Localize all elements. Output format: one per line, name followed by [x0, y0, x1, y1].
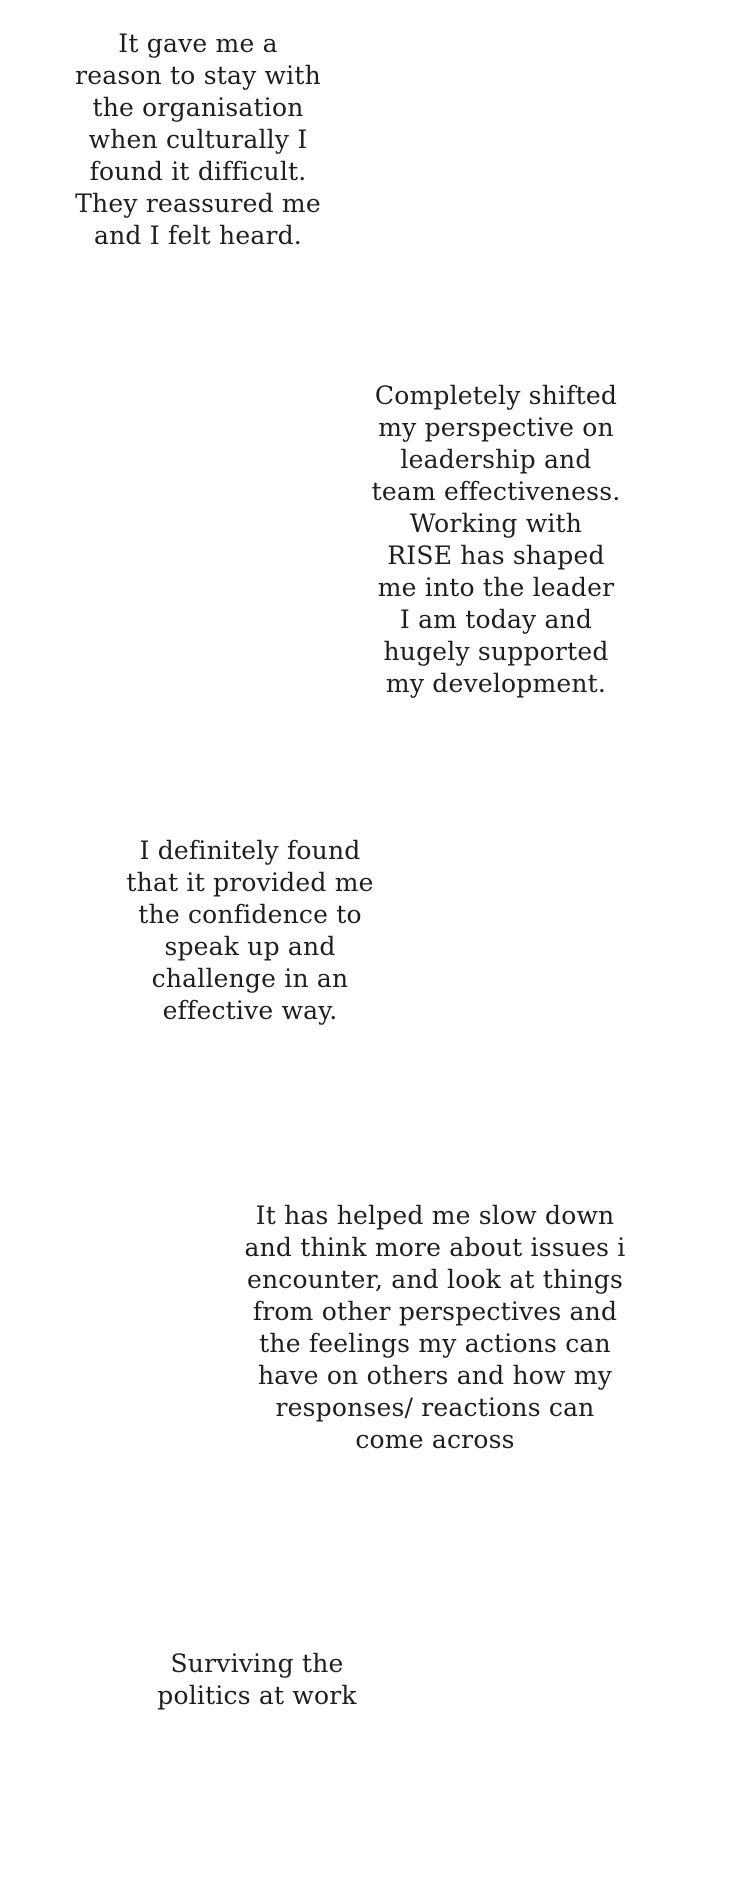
testimonial-quote-1: It gave me a reason to stay with the org…: [75, 29, 321, 250]
testimonial-quote-4: It has helped me slow down and think mor…: [244, 1201, 626, 1454]
testimonial-quote-3: I definitely found that it provided me t…: [126, 836, 374, 1025]
testimonial-quote-5: Surviving the politics at work: [157, 1649, 357, 1710]
testimonial-quote-2: Completely shifted my perspective on lea…: [371, 381, 621, 698]
